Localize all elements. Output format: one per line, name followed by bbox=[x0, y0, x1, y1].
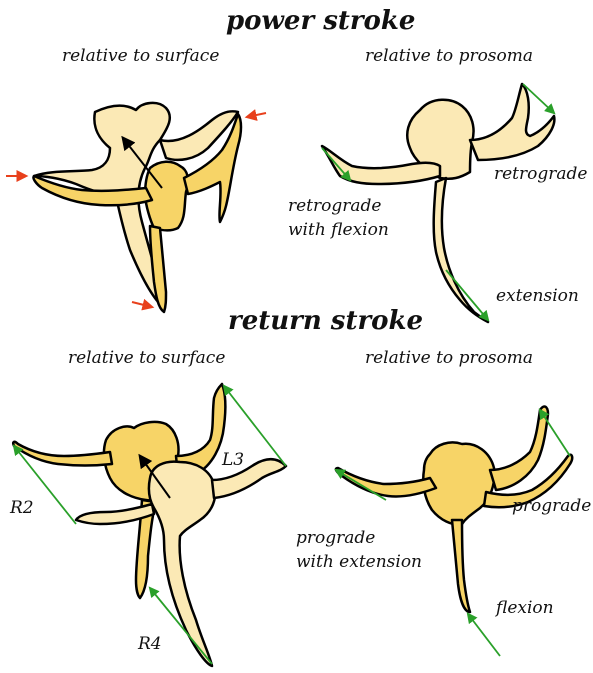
label-extension: extension bbox=[496, 288, 579, 305]
label-prograde-with: prograde bbox=[296, 530, 375, 547]
return-prosoma-green-arrow-bottom bbox=[468, 614, 500, 656]
label-r4: R4 bbox=[138, 636, 162, 653]
power-surface-dark-body bbox=[145, 162, 188, 231]
power-prosoma-leg-down bbox=[434, 178, 488, 322]
label-r2: R2 bbox=[10, 500, 34, 517]
label-with-flexion: with flexion bbox=[288, 222, 389, 239]
label-prograde: prograde bbox=[512, 498, 591, 515]
power-surface-red-arrow-right bbox=[247, 113, 266, 117]
label-l3: L3 bbox=[222, 452, 244, 469]
power-prosoma-green-arrow-bottom bbox=[446, 270, 488, 320]
label-retrograde-with: retrograde bbox=[288, 198, 381, 215]
return-prosoma-leg-left bbox=[336, 468, 436, 497]
power-prosoma-leg-right bbox=[470, 84, 554, 160]
return-prosoma-subtitle: relative to prosoma bbox=[365, 350, 533, 367]
return-surface-dark-leg-left bbox=[13, 442, 112, 466]
power-surface-subtitle: relative to surface bbox=[62, 48, 219, 65]
label-with-extension: with extension bbox=[296, 554, 422, 571]
return-prosoma-leg-right bbox=[490, 407, 548, 490]
return-surface-figure bbox=[13, 384, 286, 666]
power-surface-red-arrow-bottom bbox=[132, 302, 152, 307]
return-stroke-heading: return stroke bbox=[228, 308, 423, 334]
label-retrograde: retrograde bbox=[494, 166, 587, 183]
return-prosoma-leg-down bbox=[452, 520, 470, 612]
power-prosoma-subtitle: relative to prosoma bbox=[365, 48, 533, 65]
power-surface-figure bbox=[33, 103, 241, 312]
power-surface-dark-leg-down bbox=[150, 226, 166, 312]
power-stroke-heading: power stroke bbox=[226, 8, 415, 34]
return-surface-subtitle: relative to surface bbox=[68, 350, 225, 367]
label-flexion: flexion bbox=[496, 600, 554, 617]
